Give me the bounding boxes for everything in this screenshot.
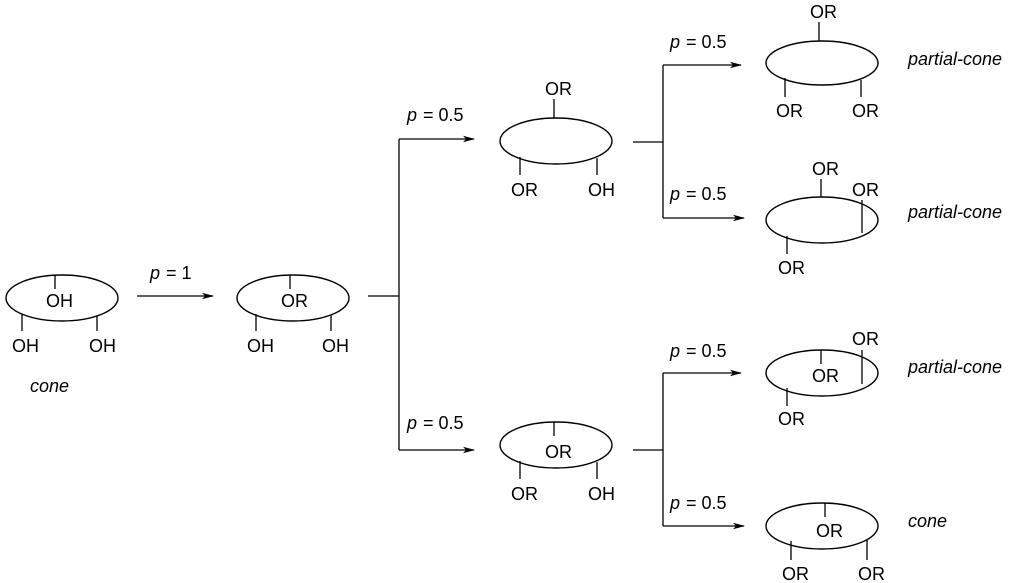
probability-label-upper: p= 0.5 xyxy=(406,105,464,125)
substituent-bottom-left: OR xyxy=(511,180,538,200)
substituent-top: OR xyxy=(812,366,839,386)
calixarene-ring xyxy=(5,274,119,322)
probability-label-upper: p= 0.5 xyxy=(669,341,727,361)
calixarene-ring xyxy=(499,421,613,469)
probability-label: p= 1 xyxy=(149,263,192,283)
conformation-label-end-3: partial-cone xyxy=(907,357,1002,377)
substituent-bottom-right: OH xyxy=(322,336,349,356)
substituent-top: OR xyxy=(812,159,839,179)
structure-triether-partial-cone-3: OR OR OR xyxy=(765,329,879,429)
structure-start-cone: OH OH OH xyxy=(5,274,119,356)
substituent-top: OR xyxy=(545,79,572,99)
substituent-bottom-left: OR xyxy=(776,101,803,121)
conformation-label-start: cone xyxy=(30,376,69,396)
substituent-bottom-right: OR xyxy=(852,101,879,121)
substituent-top: OR xyxy=(810,2,837,22)
substituent-top: OR xyxy=(281,291,308,311)
probability-label-upper: p= 0.5 xyxy=(669,32,727,52)
conformation-label-end-2: partial-cone xyxy=(907,202,1002,222)
calixarene-ring xyxy=(765,502,879,550)
probability-label-lower: p= 0.5 xyxy=(406,413,464,433)
probability-label-lower: p= 0.5 xyxy=(669,493,727,513)
probability-label-lower: p= 0.5 xyxy=(669,184,727,204)
substituent-bottom-left: OR xyxy=(511,484,538,504)
substituent-top: OH xyxy=(46,291,73,311)
substituent-bottom-left: OH xyxy=(12,336,39,356)
substituent-bottom-left: OR xyxy=(782,564,809,583)
branch-connector-3: p= 0.5 p= 0.5 xyxy=(633,341,745,530)
substituent-bottom-right: OH xyxy=(588,484,615,504)
substituent-right-up: OR xyxy=(852,180,879,200)
branch-connector-2: p= 0.5 p= 0.5 xyxy=(633,32,745,222)
structure-triether-cone: OR OR OR xyxy=(765,502,885,583)
substituent-bottom-right: OH xyxy=(588,180,615,200)
structure-proximal-diether: OR OR OH xyxy=(499,421,615,504)
conformation-label-end-1: partial-cone xyxy=(907,49,1002,69)
structure-triether-partial-cone-2: OR OR OR xyxy=(765,159,879,278)
structure-triether-partial-cone-1: OR OR OR xyxy=(765,2,879,121)
structure-distal-diether: OR OR OH xyxy=(499,79,615,200)
conformation-label-end-4: cone xyxy=(908,511,947,531)
branch-connector-1: p= 0.5 p= 0.5 xyxy=(368,105,475,454)
calixarene-ring xyxy=(236,274,350,322)
substituent-top: OR xyxy=(816,521,843,541)
substituent-bottom-left: OH xyxy=(247,336,274,356)
substituent-bottom-left: OR xyxy=(778,258,805,278)
structure-mono-ether: OR OH OH xyxy=(236,274,350,356)
substituent-bottom-right: OR xyxy=(858,564,885,583)
calixarene-ring xyxy=(499,117,613,165)
substituent-bottom-right: OH xyxy=(89,336,116,356)
calixarene-ring xyxy=(765,196,879,244)
arrow-step1: p= 1 xyxy=(137,263,214,300)
substituent-bottom-left: OR xyxy=(778,409,805,429)
calixarene-ring xyxy=(765,349,879,397)
substituent-right-up: OR xyxy=(852,329,879,349)
substituent-top: OR xyxy=(545,442,572,462)
calixarene-ring xyxy=(765,40,879,86)
